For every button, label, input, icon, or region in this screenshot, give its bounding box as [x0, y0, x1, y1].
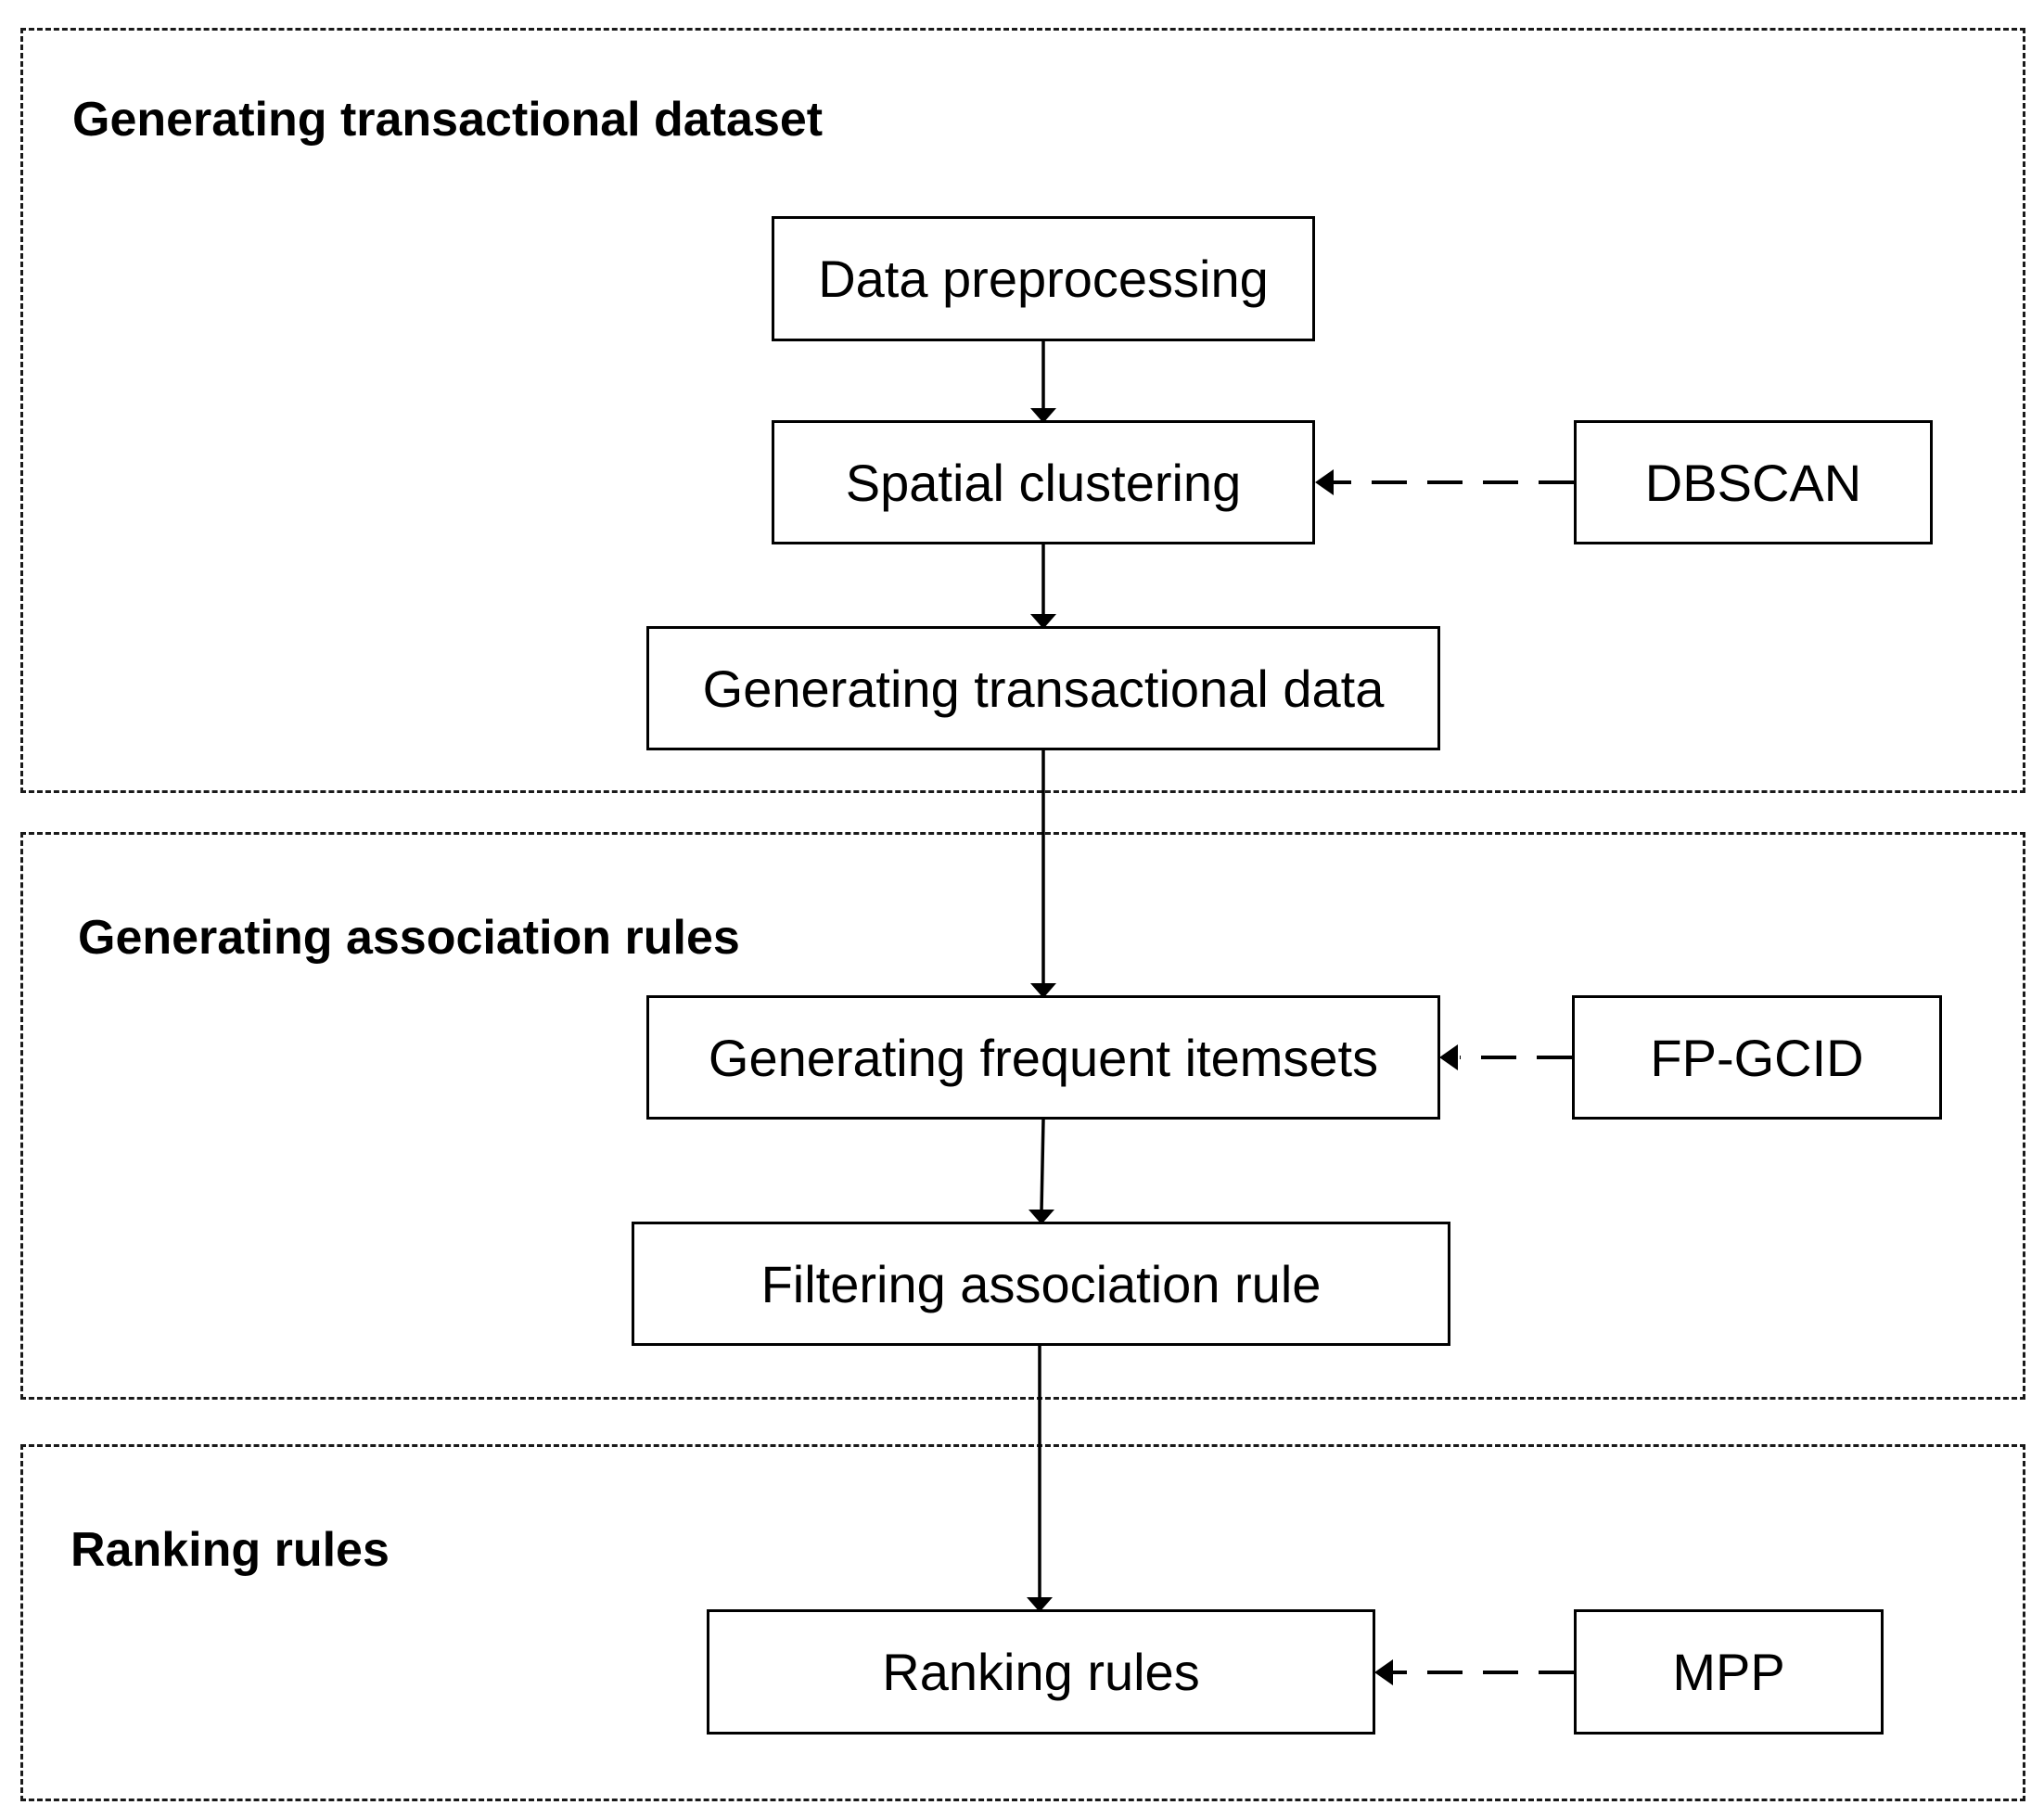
node-fp-gcid: FP-GCID — [1572, 995, 1942, 1120]
node-generating-transactional-data: Generating transactional data — [646, 626, 1440, 750]
section-title-dataset: Generating transactional dataset — [72, 93, 824, 147]
section-title-rules: Generating association rules — [78, 911, 740, 965]
section-ranking-rules — [20, 1444, 2025, 1801]
node-data-preprocessing: Data preprocessing — [772, 216, 1315, 341]
section-title-ranking: Ranking rules — [70, 1523, 390, 1577]
node-spatial-clustering: Spatial clustering — [772, 420, 1315, 544]
node-dbscan: DBSCAN — [1574, 420, 1933, 544]
section-generating-association-rules — [20, 832, 2025, 1400]
node-filtering-association-rule: Filtering association rule — [632, 1222, 1450, 1346]
node-mpp: MPP — [1574, 1609, 1884, 1735]
section-generating-transactional-dataset — [20, 28, 2025, 793]
node-generating-frequent-itemsets: Generating frequent itemsets — [646, 995, 1440, 1120]
node-ranking-rules: Ranking rules — [707, 1609, 1375, 1735]
